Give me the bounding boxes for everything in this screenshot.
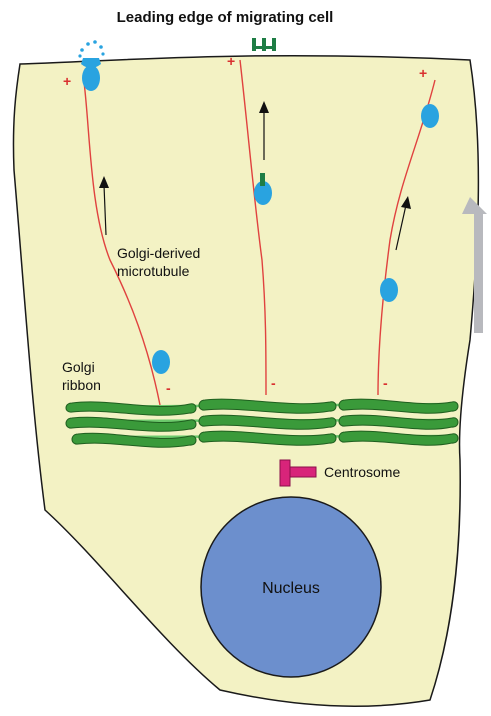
golgi-label-line1: Golgi xyxy=(62,359,95,375)
vesicle-fusing xyxy=(82,65,100,91)
nucleus-label: Nucleus xyxy=(262,580,320,597)
minus-end-right: - xyxy=(383,375,388,391)
exocytosis-cargo-dots xyxy=(78,40,104,57)
microtubule-label-line1: Golgi-derived xyxy=(117,245,200,261)
vesicle-left-lower xyxy=(152,350,170,374)
vesicle-right-lower xyxy=(380,278,398,302)
centrosome-label: Centrosome xyxy=(324,464,400,480)
vesicle-right-upper xyxy=(421,104,439,128)
plus-end-right: + xyxy=(419,65,427,81)
plus-end-left: + xyxy=(63,73,71,89)
minus-end-middle: - xyxy=(271,375,276,391)
diagram-title: Leading edge of migrating cell xyxy=(117,9,334,26)
minus-end-left: - xyxy=(166,380,171,396)
golgi-ribbon xyxy=(66,399,458,447)
golgi-label-line2: ribbon xyxy=(62,377,101,393)
plus-end-middle: + xyxy=(227,53,235,69)
membrane-markers xyxy=(252,38,276,51)
microtubule-label-line2: microtubule xyxy=(117,263,190,279)
vesicle-marker xyxy=(260,173,265,186)
